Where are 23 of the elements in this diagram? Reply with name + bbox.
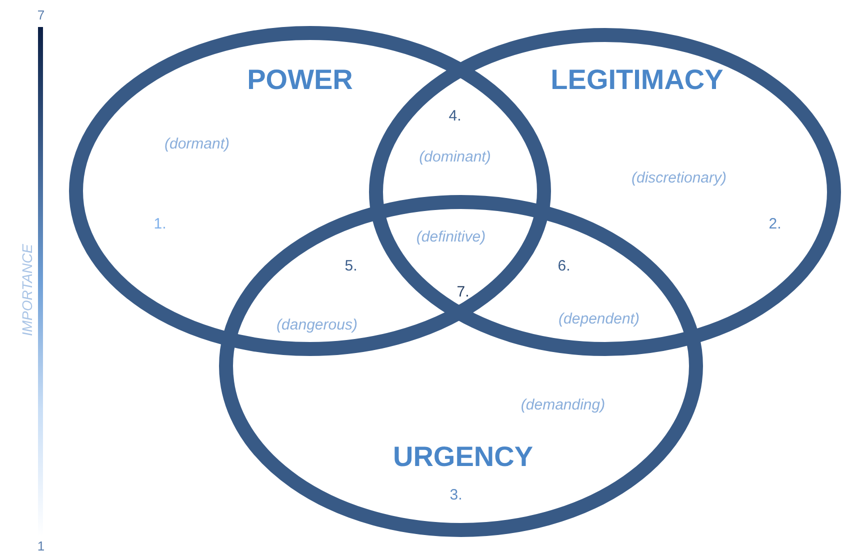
venn-ellipse (219, 195, 703, 537)
region-label: (dormant) (164, 136, 230, 152)
region-number: 7. (456, 284, 470, 300)
region-number: 6. (558, 258, 570, 274)
set-title: LEGITIMACY (550, 64, 724, 96)
venn-ellipse (369, 28, 841, 356)
region-label: (dangerous) (276, 316, 358, 334)
region-label: (discretionary) (631, 170, 727, 186)
region-label: (demanding) (520, 396, 606, 414)
region-label: (dominant) (419, 148, 491, 166)
region-label: (definitive) (416, 228, 486, 246)
scale-max-value: 7 (37, 8, 45, 22)
region-number: 4. (448, 108, 462, 124)
scale-min-value: 1 (37, 538, 45, 553)
region-number: 3. (450, 486, 462, 504)
venn-ellipse (69, 26, 551, 356)
set-title: URGENCY (393, 441, 533, 473)
region-label: (dependent) (558, 310, 640, 328)
region-number: 5. (344, 258, 358, 274)
scale-title: IMPORTANCE (19, 244, 35, 336)
region-number: 1. (154, 216, 166, 232)
region-number: 2. (768, 216, 782, 232)
set-title: POWER (247, 64, 353, 96)
